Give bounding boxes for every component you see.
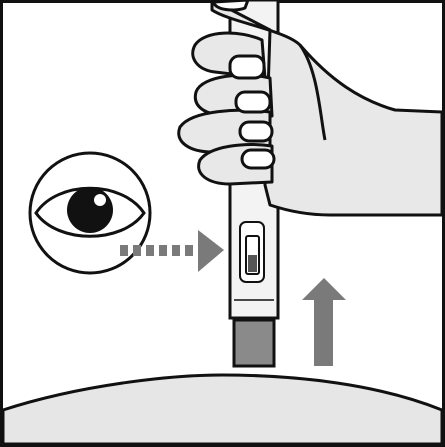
pen-needle-cover — [232, 318, 276, 368]
skin-surface-icon — [1, 373, 444, 446]
dotted-arrow-right-icon — [120, 230, 224, 272]
hand-icon — [177, 0, 444, 217]
window-indicator — [248, 255, 257, 272]
eye-icon — [28, 151, 152, 275]
arrow-up-icon — [302, 278, 346, 366]
